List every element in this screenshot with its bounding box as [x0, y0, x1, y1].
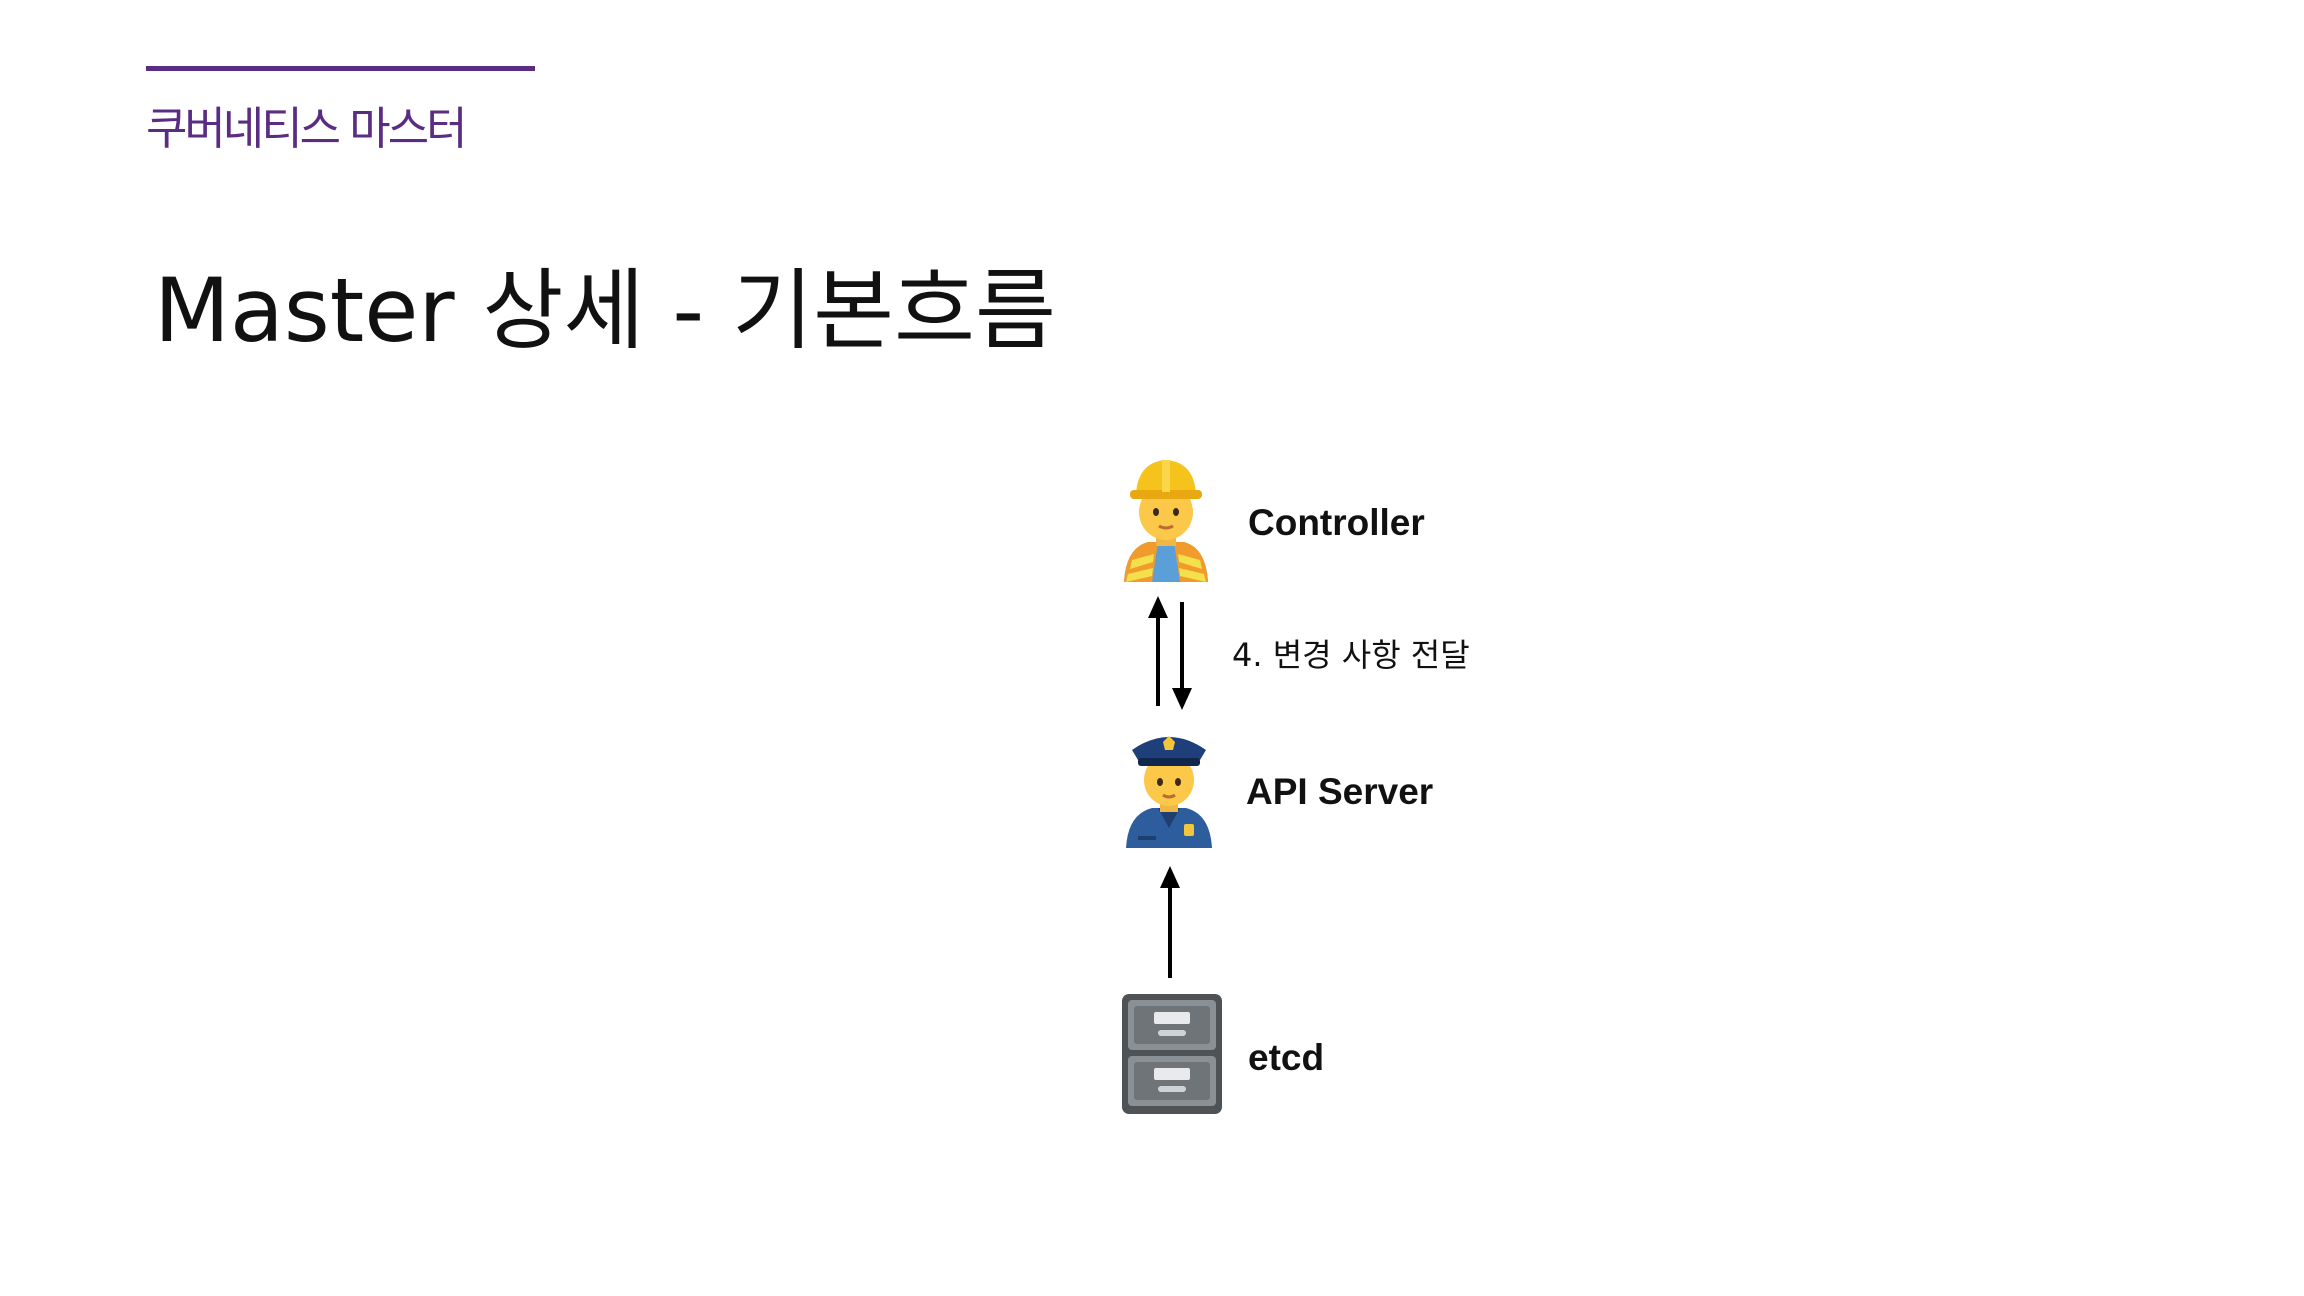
slide-title: Master 상세 - 기본흐름 [154, 259, 1056, 362]
police-officer-icon [1126, 736, 1212, 848]
node-label-controller: Controller [1248, 502, 1425, 543]
section-label: 쿠버네티스 마스터 [146, 102, 468, 155]
node-label-api-server: API Server [1246, 771, 1434, 812]
arrow-controller-to-api-server [1172, 602, 1192, 710]
arrow-etcd-to-api-server [1160, 866, 1180, 978]
construction-worker-icon [1124, 460, 1208, 582]
file-cabinet-icon [1122, 994, 1222, 1114]
node-label-etcd: etcd [1248, 1037, 1325, 1078]
header-accent-line [146, 66, 535, 71]
arrow-api-server-to-controller [1148, 596, 1168, 706]
step-label: 4. 변경 사항 전달 [1232, 636, 1470, 674]
